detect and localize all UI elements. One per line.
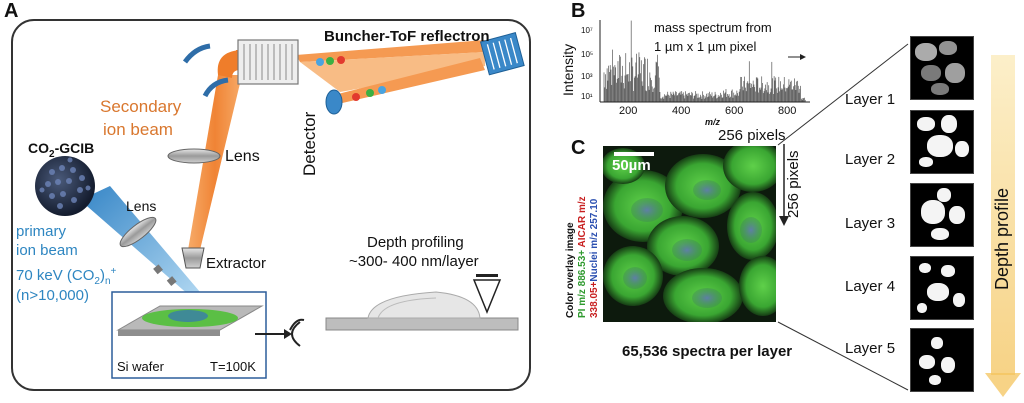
- depth-probe: [472, 279, 502, 314]
- aperture-piece: [153, 264, 163, 275]
- scale-bar: [614, 152, 654, 156]
- ion-dot: [326, 57, 334, 65]
- cell-nucleus: [168, 310, 208, 322]
- panel-a-diagram: [11, 19, 531, 391]
- energy-label: 70 keV (CO2)n+: [16, 262, 116, 291]
- secondary-beam-label-1: Secondary: [100, 97, 182, 116]
- temperature-label: T=100K: [210, 359, 256, 374]
- gcib-label: CO2-GCIB: [28, 140, 94, 160]
- primary-beam-label-1: primary: [16, 223, 67, 240]
- reflectron: [479, 32, 525, 76]
- height-arrow: [779, 144, 789, 226]
- spectrum-annotation-2: 1 µm x 1 µm pixel: [654, 39, 757, 54]
- annotation-arrow-head: [800, 54, 806, 60]
- layer-thumbnail: [910, 256, 974, 320]
- image-width-label: 256 pixels: [718, 127, 786, 144]
- deflector-arc: [202, 77, 229, 98]
- gcib-label-main: CO: [28, 140, 49, 156]
- depth-profiling-rate: ~300- 400 nm/layer: [349, 253, 479, 270]
- layer-thumbnail: [910, 183, 974, 247]
- layer-label: Layer 5: [845, 340, 896, 357]
- spectrum-y-tick: 10¹: [581, 92, 593, 101]
- cluster-size-label: (n>10,000): [16, 287, 89, 304]
- depth-dome-line: [377, 297, 437, 319]
- depth-profile-label: Depth profile: [992, 187, 1012, 290]
- wafer-label: Si wafer: [117, 359, 164, 374]
- gcib-label-rest: -GCIB: [54, 140, 95, 156]
- energy-label-main: 70 keV (CO: [16, 267, 95, 284]
- aperture-piece: [166, 276, 177, 286]
- layer-thumbnail: [910, 36, 974, 100]
- buncher-label: Buncher-ToF reflectron: [324, 28, 490, 45]
- detector-cone: [325, 89, 343, 115]
- depth-profiling-title: Depth profiling: [367, 234, 464, 251]
- panel-c-letter: C: [571, 137, 586, 159]
- ion-dot: [316, 58, 324, 66]
- energy-label-close: ): [99, 267, 105, 284]
- extractor: [181, 247, 205, 269]
- depth-dome: [367, 291, 481, 319]
- scale-bar-label: 50µm: [612, 157, 651, 174]
- beam-to-detector: [300, 52, 485, 92]
- mass-spectrum-chart: [599, 20, 810, 103]
- secondary-beam-label-2: ion beam: [103, 120, 173, 139]
- spectrum-bars: [603, 20, 806, 102]
- layer-thumbnail: [910, 328, 974, 392]
- spectrum-annotation-1: mass spectrum from: [654, 20, 772, 35]
- spectrum-x-tick: 600: [725, 105, 744, 117]
- layer-label: Layer 4: [845, 278, 896, 295]
- rotate-arrow: [291, 321, 301, 347]
- spectrum-y-tick: 10⁷: [581, 26, 593, 35]
- secondary-beam: [188, 75, 242, 250]
- ion-dot: [366, 89, 374, 97]
- depth-profile-arrow: [985, 55, 1021, 397]
- layer-label: Layer 1: [845, 91, 896, 108]
- extractor-label: Extractor: [206, 255, 267, 272]
- spectrum-x-tick: 400: [672, 105, 691, 117]
- color-overlay-image: [603, 146, 776, 322]
- layer-thumbnail: [910, 110, 974, 174]
- gcib-label-sub: 2: [49, 148, 55, 160]
- depth-probe-top: [476, 274, 498, 277]
- beam-bend: [217, 50, 240, 78]
- layer-label: Layer 3: [845, 215, 896, 232]
- layer-label: Layer 2: [845, 151, 896, 168]
- spectrum-x-label: m/z: [705, 117, 721, 127]
- wafer-edge: [118, 330, 220, 336]
- spectrum-y-tick: 10³: [581, 72, 593, 81]
- deflector-arc: [182, 43, 211, 64]
- energy-label-sup: +: [110, 266, 117, 277]
- beam-to-reflectron: [296, 40, 485, 62]
- primary-beam-label-2: ion beam: [16, 242, 78, 259]
- primary-beam: [80, 186, 200, 296]
- spectrum-y-tick: 10⁵: [581, 50, 594, 59]
- ion-dot: [378, 86, 386, 94]
- process-arrow-head: [284, 329, 292, 339]
- ion-dot: [352, 93, 360, 101]
- upper-lens: [167, 148, 221, 164]
- rotate-arrow-2: [289, 318, 305, 331]
- panel-a-letter: A: [4, 0, 19, 22]
- spectrum-x-tick: 200: [619, 105, 638, 117]
- spectra-caption: 65,536 spectra per layer: [622, 343, 793, 360]
- panel-a-frame: [11, 19, 531, 391]
- energy-label-n: n: [104, 276, 111, 287]
- lower-lens-label: Lens: [126, 198, 157, 214]
- panel-b-letter: B: [571, 0, 586, 22]
- ion-dot: [337, 56, 345, 64]
- energy-label-sub: 2: [94, 276, 100, 287]
- upper-lens-label: Lens: [225, 148, 260, 165]
- spectrum-x-tick: 800: [778, 105, 797, 117]
- lower-lens: [119, 216, 157, 248]
